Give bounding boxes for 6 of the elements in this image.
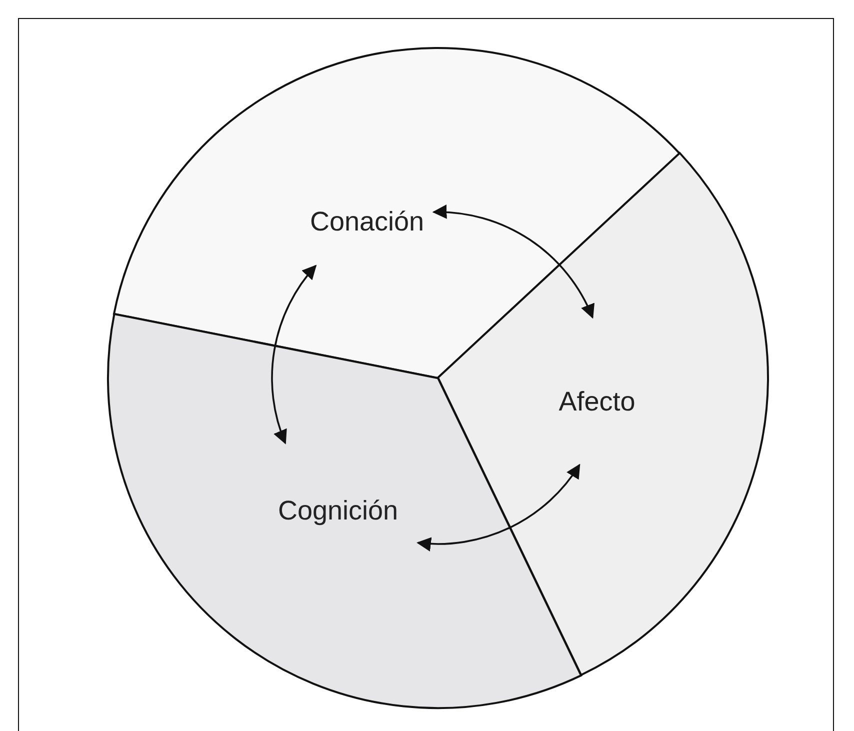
sector-label: Conación: [310, 206, 424, 238]
sector-label: Afecto: [558, 386, 636, 418]
double-arrow: [432, 205, 594, 319]
double-arrow: [271, 264, 317, 444]
sector-label: Cognición: [278, 495, 398, 526]
double-arrow: [416, 464, 580, 551]
